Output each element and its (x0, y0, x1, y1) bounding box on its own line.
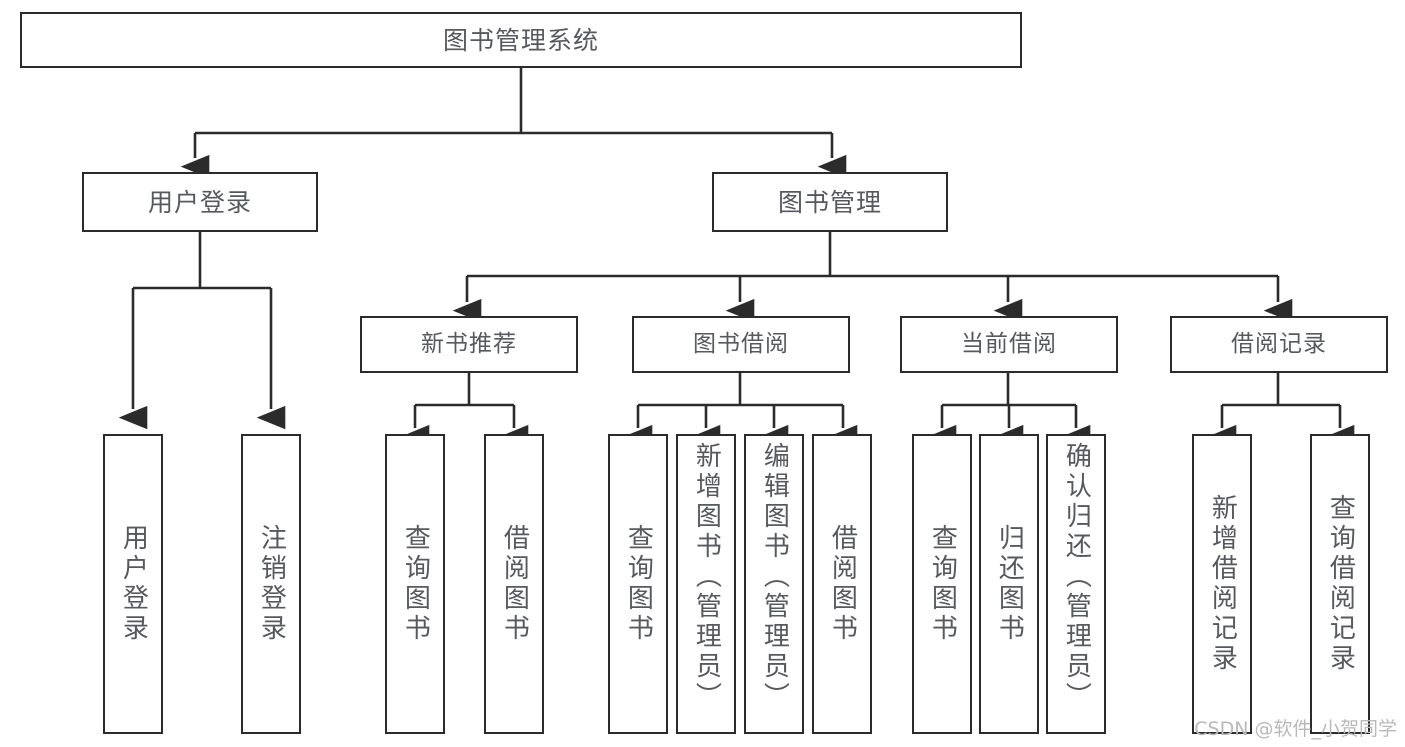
leaf-logout[interactable]: 注销登录 (241, 434, 301, 734)
leaf-query-book-recommend[interactable]: 查询图书 (385, 434, 445, 734)
node-label: 确认归还（管理员） (1061, 442, 1092, 712)
node-label: 图书借阅 (693, 331, 789, 357)
leaf-add-book-admin[interactable]: 新增图书（管理员） (676, 434, 736, 734)
node-label: 图书管理 (777, 187, 882, 217)
node-borrowing-record[interactable]: 借阅记录 (1170, 316, 1388, 373)
node-book-borrowing[interactable]: 图书借阅 (632, 316, 850, 373)
node-label: 查询图书 (623, 524, 654, 644)
node-current-borrowing[interactable]: 当前借阅 (900, 316, 1118, 373)
node-label: 编辑图书（管理员） (759, 442, 790, 712)
node-label: 查询借阅记录 (1325, 494, 1356, 674)
watermark: CSDN @软件_小贺同学 (1194, 718, 1397, 740)
node-label: 用户登录 (147, 187, 252, 217)
leaf-add-borrow-record[interactable]: 新增借阅记录 (1192, 434, 1252, 734)
node-label: 当前借阅 (961, 331, 1057, 357)
leaf-borrow-book[interactable]: 借阅图书 (812, 434, 872, 734)
node-book-management[interactable]: 图书管理 (712, 172, 948, 232)
leaf-query-book-current[interactable]: 查询图书 (912, 434, 972, 734)
node-label: 新增图书（管理员） (691, 442, 722, 712)
leaf-query-book-borrow[interactable]: 查询图书 (608, 434, 668, 734)
node-label: 归还图书 (994, 524, 1025, 644)
node-root-book-management-system[interactable]: 图书管理系统 (20, 12, 1022, 68)
node-label: 查询图书 (927, 524, 958, 644)
node-new-book-recommendation[interactable]: 新书推荐 (360, 316, 578, 373)
leaf-edit-book-admin[interactable]: 编辑图书（管理员） (744, 434, 804, 734)
node-label: 借阅图书 (827, 524, 858, 644)
node-label: 注销登录 (256, 524, 287, 644)
node-label: 查询图书 (400, 524, 431, 644)
leaf-return-book[interactable]: 归还图书 (979, 434, 1039, 734)
leaf-query-borrow-record[interactable]: 查询借阅记录 (1310, 434, 1370, 734)
node-label: 新书推荐 (421, 331, 517, 357)
node-label: 图书管理系统 (442, 25, 599, 55)
leaf-user-login[interactable]: 用户登录 (103, 434, 163, 734)
node-label: 新增借阅记录 (1207, 494, 1238, 674)
node-label: 用户登录 (118, 524, 149, 644)
leaf-borrow-book-recommend[interactable]: 借阅图书 (484, 434, 544, 734)
node-label: 借阅图书 (499, 524, 530, 644)
leaf-confirm-return-admin[interactable]: 确认归还（管理员） (1046, 434, 1106, 734)
node-user-login[interactable]: 用户登录 (82, 172, 318, 232)
node-label: 借阅记录 (1231, 331, 1327, 357)
